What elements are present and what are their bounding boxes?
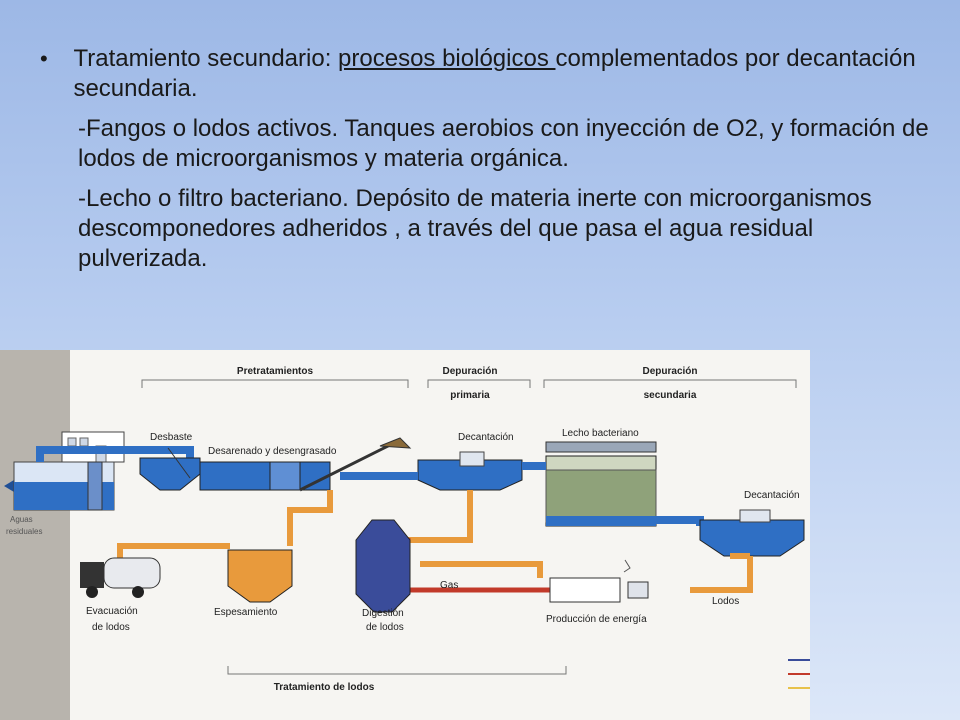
label-espesamiento: Espesamiento (214, 607, 278, 618)
label-digestion-2: de lodos (366, 622, 404, 633)
bracket-primaria (427, 379, 531, 388)
truck-icon (80, 557, 161, 598)
bracket-pretratamientos (141, 379, 409, 388)
slide-text: • Tratamiento secundario: procesos bioló… (40, 44, 930, 274)
label-desbaste: Desbaste (150, 432, 193, 443)
label-dep-primaria-1: Depuración (442, 366, 497, 377)
label-produccion: Producción de energía (546, 614, 647, 625)
p1-prefix: Tratamiento secundario: (73, 45, 339, 72)
label-desarenado: Desarenado y desengrasado (208, 446, 337, 457)
bracket-secundaria (543, 379, 797, 388)
paragraph-fangos: -Fangos o lodos activos. Tanques aerobio… (78, 115, 929, 172)
secondary-clarifier (699, 519, 805, 557)
label-decantacion-1: Decantación (458, 432, 514, 443)
trickling-arm (545, 441, 657, 453)
label-aguas-1: Aguas (10, 515, 33, 524)
label-lecho: Lecho bacteriano (562, 428, 639, 439)
water-pipe-inlet (36, 446, 194, 462)
p1-suffix: complementados por decantación secundari… (73, 45, 916, 102)
wastewater-diagram: Pretratamientos Depuración primaria Depu… (0, 350, 810, 720)
label-lodos: Lodos (712, 596, 739, 607)
label-gas: Gas (440, 580, 458, 591)
paragraph-tratamiento: Tratamiento secundario: procesos biológi… (73, 44, 930, 104)
sludge-pipe-secondary (690, 556, 753, 593)
conveyor (299, 438, 401, 492)
label-digestion-1: Digestión (362, 608, 404, 619)
label-dep-secundaria-1: Depuración (642, 366, 697, 377)
inlet-arrow-icon (4, 480, 14, 492)
thickener (227, 549, 293, 603)
label-pretratamientos: Pretratamientos (237, 366, 314, 377)
figure-shadow (0, 350, 70, 720)
digester (355, 519, 411, 613)
paragraph-lecho: -Lecho o filtro bacteriano. Depósito de … (78, 185, 872, 272)
label-evacuacion-2: de lodos (92, 622, 130, 633)
label-decantacion-2: Decantación (744, 490, 800, 501)
label-tratamiento: Tratamiento de lodos (274, 682, 375, 693)
label-aguas-2: residuales (6, 527, 42, 536)
label-evacuacion-1: Evacuación (86, 606, 138, 617)
bracket-tratamiento (227, 666, 567, 675)
label-dep-primaria-2: primaria (450, 390, 490, 401)
bullet-icon: • (40, 46, 48, 71)
desbaste-tank (139, 457, 201, 491)
label-dep-secundaria-2: secundaria (644, 390, 697, 401)
bullet-item: • Tratamiento secundario: procesos bioló… (40, 44, 930, 104)
generator (549, 577, 621, 603)
procesos-biologicos-link[interactable]: procesos biológicos (338, 45, 556, 72)
